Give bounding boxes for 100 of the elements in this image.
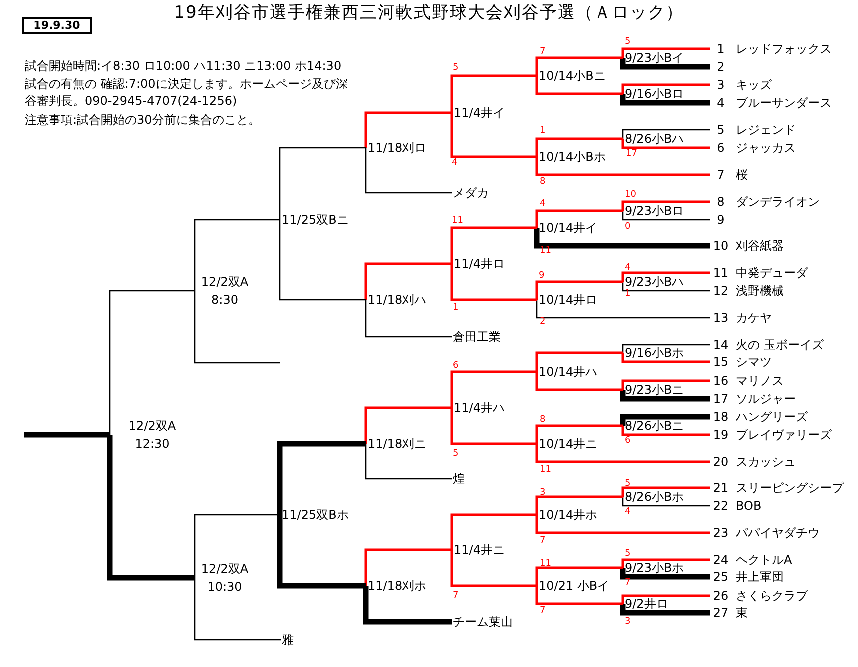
team-name: ブレイヴァリーズ [736, 427, 832, 444]
match-label: 10/14井ニ [537, 435, 598, 453]
team-name: BOB [736, 498, 762, 515]
score-number: 17 [626, 150, 638, 159]
team-name: 刈谷紙器 [736, 238, 784, 255]
score-number: 5 [625, 480, 631, 489]
bracket-line [194, 291, 280, 364]
bracket-line [536, 424, 623, 444]
bracket-line [622, 353, 710, 364]
team-number: 25 [712, 569, 730, 586]
note-text: 注意事項:試合開始の30分前に集合のこと。 [25, 112, 260, 129]
bracket-line [536, 210, 623, 228]
bracket-line [450, 226, 537, 264]
score-number: 10 [625, 191, 636, 200]
team-number: 21 [712, 480, 730, 497]
bracket-line [536, 586, 623, 606]
match-label: 11/25双Bホ [280, 506, 349, 524]
bracket-line [536, 56, 623, 76]
bracket-line [277, 441, 366, 515]
bracket-line [536, 515, 710, 534]
bracket-line [622, 380, 710, 390]
match-label: 9/23小Bイ [623, 49, 684, 67]
team-number: 27 [712, 605, 730, 622]
score-number: 11 [452, 217, 464, 226]
bracket-line [620, 414, 710, 426]
bracket-line [620, 568, 710, 580]
bracket-line [622, 84, 710, 94]
score-number: 6 [625, 437, 631, 446]
score-number: 3 [625, 618, 631, 627]
team-number: 3 [716, 77, 726, 94]
team-number: 9 [716, 212, 726, 229]
team-number: 19 [712, 427, 730, 444]
bracket-line [109, 290, 195, 435]
score-number: 7 [625, 579, 631, 588]
match-label: 12/2双A 12:30 [110, 417, 195, 453]
bracket-line [365, 300, 452, 338]
team-name: メダカ [452, 184, 489, 202]
team-name: スリーピングシープ [736, 480, 844, 497]
team-number: 7 [716, 167, 726, 184]
bracket-line [622, 344, 710, 353]
title: 19年刈谷市選手権兼西三河軟式野球大会刈谷予選（Ａロック） [173, 2, 685, 24]
team-number: 17 [712, 391, 730, 408]
score-number: 4 [452, 159, 458, 168]
score-number: 4 [540, 200, 546, 209]
score-number: 1 [540, 127, 546, 136]
note-text: 試合開始時間:イ8:30 ロ10:00 ハ11:30 ニ13:00 ホ14:30 [25, 58, 342, 75]
team-name: 浅野機械 [736, 283, 784, 300]
team-number: 4 [716, 95, 726, 112]
bracket-line [622, 282, 710, 292]
match-label: 10/21 小Bイ [537, 577, 610, 595]
team-name: カケヤ [736, 310, 772, 327]
team-name: 雅 [281, 631, 294, 649]
match-label: 11/18刈ニ [366, 435, 427, 453]
match-label: 11/4井ハ [452, 399, 505, 417]
bracket-line [622, 558, 710, 568]
match-label: 11/25双Bニ [280, 211, 349, 229]
team-number: 16 [712, 373, 730, 390]
score-number: 4 [625, 508, 631, 517]
match-label: 12/2双A 10:30 [195, 560, 255, 596]
bracket-line [364, 262, 452, 300]
bracket-line [450, 74, 537, 113]
match-label: 11/4井ニ [452, 541, 505, 559]
score-number: 7 [540, 48, 546, 57]
date-box: 19.9.30 [22, 17, 92, 34]
bracket-line [450, 514, 537, 550]
team-name: ジャッカス [736, 140, 796, 157]
match-label: 10/14井イ [537, 219, 598, 237]
match-label: 9/23小Bハ [623, 273, 684, 291]
team-name: 倉田工業 [452, 328, 501, 346]
team-name: スカッシュ [736, 454, 796, 471]
match-label: 8/26小Bハ [623, 130, 684, 148]
match-label: 11/4井イ [452, 104, 505, 122]
team-number: 20 [712, 454, 730, 471]
match-label: 10/14小Bホ [537, 148, 606, 166]
score-number: 5 [453, 64, 459, 73]
team-name: さくらクラブ [736, 588, 808, 605]
bracket-line [279, 220, 366, 301]
bracket-line [536, 76, 623, 96]
bracket-line [620, 94, 710, 106]
match-label: 9/23小Bロ [623, 202, 684, 220]
team-number: 11 [712, 265, 730, 282]
team-number: 26 [712, 588, 730, 605]
score-number: 9 [539, 272, 545, 281]
score-number: 11 [540, 247, 552, 256]
team-name: ヘクトルA [736, 552, 792, 569]
bracket-line [450, 550, 537, 588]
match-label: 9/16小Bホ [623, 344, 684, 362]
score-number: 7 [540, 537, 546, 546]
bracket-line [194, 514, 280, 578]
bracket-line [536, 496, 623, 515]
bracket-line [536, 372, 623, 392]
score-number: 4 [625, 264, 631, 273]
team-name: チーム葉山 [452, 613, 513, 631]
team-name: キッズ [736, 77, 772, 94]
bracket-line [365, 444, 452, 480]
score-number: 1 [453, 304, 459, 313]
score-number: 5 [625, 550, 631, 559]
bracket-line [536, 444, 710, 464]
team-name: レッドフォックス [736, 41, 832, 58]
team-name: ブルーサンダース [736, 95, 832, 112]
